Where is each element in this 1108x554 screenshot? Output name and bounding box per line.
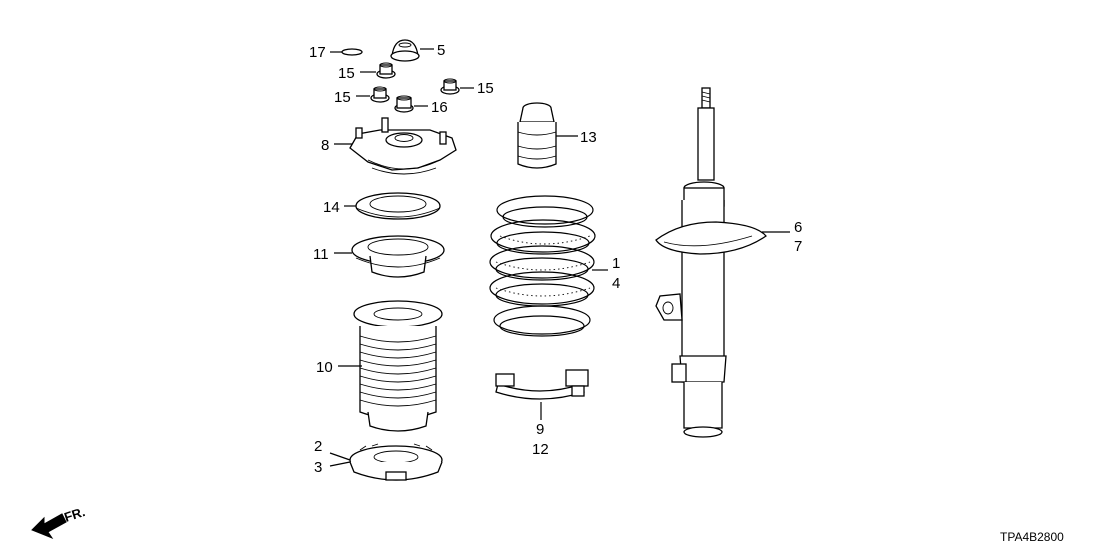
callout-16: 16	[431, 99, 448, 116]
callout-13: 13	[580, 129, 597, 146]
lower-spring-seat-part[interactable]	[349, 443, 443, 481]
callout-12: 12	[532, 441, 549, 458]
callout-15-right: 15	[477, 80, 494, 97]
diagram-code: TPA4B2800	[1000, 530, 1064, 544]
callout-3: 3	[314, 459, 322, 476]
front-direction-arrow-icon	[31, 513, 67, 540]
callout-15-top: 15	[338, 65, 355, 82]
mount-bearing-part[interactable]	[355, 192, 441, 220]
callout-5: 5	[437, 42, 445, 59]
callout-7: 7	[794, 238, 802, 255]
callout-2: 2	[314, 438, 322, 455]
callout-1: 1	[612, 255, 620, 272]
callout-6: 6	[794, 219, 802, 236]
upper-spring-seat-part[interactable]	[351, 235, 445, 278]
callout-14: 14	[323, 199, 340, 216]
callout-9: 9	[536, 421, 544, 438]
self-locking-nut-part[interactable]	[394, 95, 414, 113]
shock-absorber-part[interactable]	[655, 87, 767, 438]
callout-11: 11	[313, 246, 329, 263]
spring-clip-part[interactable]	[495, 369, 589, 400]
callout-15-left: 15	[334, 89, 351, 106]
callout-8: 8	[321, 137, 329, 154]
rubber-cap-part[interactable]	[390, 39, 420, 62]
strut-mount-part[interactable]	[349, 117, 457, 175]
flange-nut-part[interactable]	[440, 78, 460, 95]
callout-4: 4	[612, 275, 620, 292]
front-direction-label: FR.	[62, 504, 87, 525]
flange-nut-part[interactable]	[376, 62, 396, 79]
o-ring-part[interactable]	[341, 48, 363, 56]
callout-17: 17	[309, 44, 326, 61]
coil-spring-part[interactable]	[489, 195, 596, 337]
bump-stop-part[interactable]	[517, 102, 557, 169]
dust-boot-part[interactable]	[353, 300, 443, 432]
callout-10: 10	[316, 359, 333, 376]
flange-nut-part[interactable]	[370, 86, 390, 103]
